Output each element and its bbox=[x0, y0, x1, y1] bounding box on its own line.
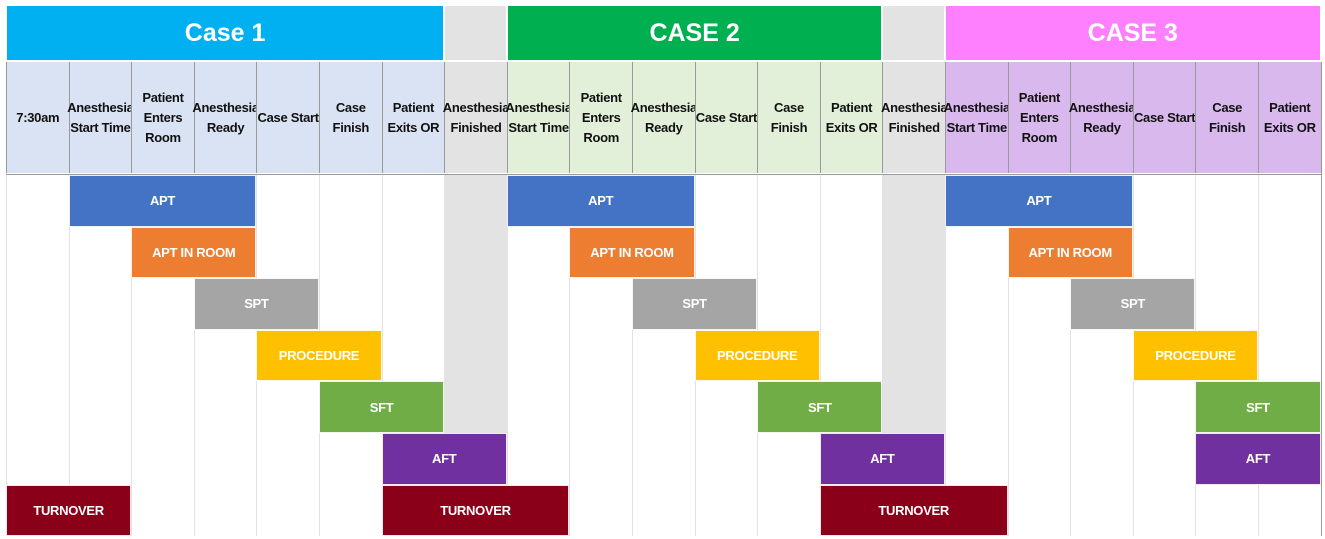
phase-bar-procedure: PROCEDURE bbox=[694, 329, 820, 382]
column-header: Anesthesia Start Time bbox=[944, 62, 1010, 173]
separator-title-block bbox=[445, 6, 506, 60]
column-header: Patient Enters Room bbox=[569, 62, 632, 173]
phase-bar-apt-in-room: APT IN ROOM bbox=[131, 226, 257, 279]
timeline-column bbox=[68, 175, 132, 537]
case-title-3: CASE 3 bbox=[946, 6, 1320, 60]
column-header: Patient Enters Room bbox=[131, 62, 194, 173]
phase-bar-apt: APT bbox=[945, 175, 1133, 227]
timeline-column bbox=[506, 175, 570, 537]
column-header: Case Finish bbox=[319, 62, 382, 173]
header-bottom-rule bbox=[6, 174, 1321, 175]
timeline-column bbox=[945, 175, 1008, 537]
column-header: Case Start bbox=[256, 62, 319, 173]
column-header: Patient Exits OR bbox=[819, 62, 883, 173]
column-header: 7:30am bbox=[6, 62, 69, 173]
phase-bar-turnover: TURNOVER bbox=[381, 484, 570, 537]
phase-bar-aft: AFT bbox=[381, 433, 507, 485]
column-header: Anesthesia Ready bbox=[631, 62, 697, 173]
column-header: Case Finish bbox=[1195, 62, 1258, 173]
column-header: Anesthesia Finished bbox=[443, 62, 509, 173]
column-header: Anesthesia Start Time bbox=[67, 62, 134, 173]
phase-bar-turnover: TURNOVER bbox=[6, 484, 132, 537]
phase-bar-apt-in-room: APT IN ROOM bbox=[569, 226, 695, 279]
column-header: Patient Enters Room bbox=[1007, 62, 1071, 173]
timeline-column bbox=[6, 175, 69, 537]
phase-bar-apt-in-room: APT IN ROOM bbox=[1007, 226, 1133, 279]
phase-bar-apt: APT bbox=[506, 175, 695, 227]
phase-bar-apt: APT bbox=[68, 175, 257, 227]
column-header: Anesthesia Ready bbox=[1069, 62, 1135, 173]
phase-bar-sft: SFT bbox=[1195, 381, 1321, 433]
column-header: Patient Exits OR bbox=[381, 62, 445, 173]
grid-right-edge bbox=[1320, 62, 1322, 537]
column-header: Case Start bbox=[694, 62, 757, 173]
case-title-1: Case 1 bbox=[7, 6, 444, 60]
phase-bar-spt: SPT bbox=[193, 278, 319, 330]
phase-bar-aft: AFT bbox=[1195, 433, 1321, 485]
phase-bar-sft: SFT bbox=[757, 381, 883, 433]
phase-bar-procedure: PROCEDURE bbox=[256, 329, 382, 382]
column-header: Anesthesia Ready bbox=[192, 62, 259, 173]
phase-bar-spt: SPT bbox=[1070, 278, 1196, 330]
phase-bar-aft: AFT bbox=[819, 433, 945, 485]
column-header: Anesthesia Start Time bbox=[505, 62, 572, 173]
column-header: Case Start bbox=[1132, 62, 1196, 173]
phase-bar-turnover: TURNOVER bbox=[819, 484, 1008, 537]
separator-title-block bbox=[883, 6, 944, 60]
phase-bar-spt: SPT bbox=[632, 278, 758, 330]
phase-bar-sft: SFT bbox=[319, 381, 445, 433]
column-header: Anesthesia Finished bbox=[881, 62, 948, 173]
phase-bar-procedure: PROCEDURE bbox=[1132, 329, 1258, 382]
column-header: Patient Exits OR bbox=[1258, 62, 1321, 173]
column-header: Case Finish bbox=[757, 62, 820, 173]
case-title-2: CASE 2 bbox=[507, 6, 882, 60]
